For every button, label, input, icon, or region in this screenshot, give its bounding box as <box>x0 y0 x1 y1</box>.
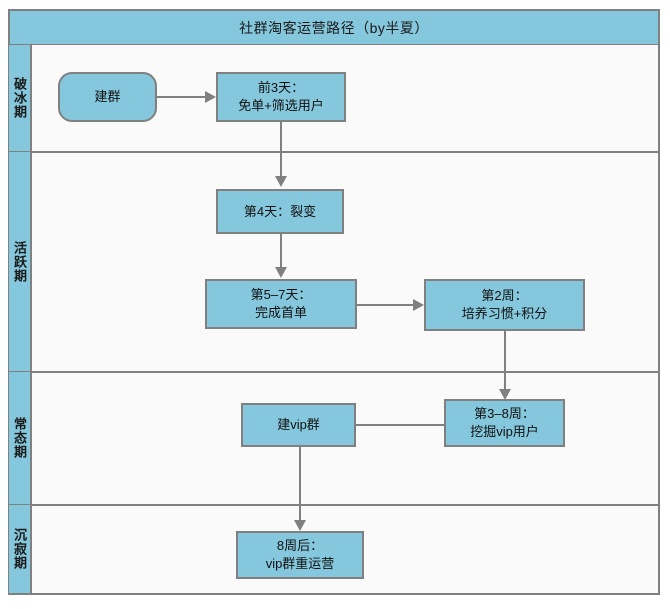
lane-separator-1 <box>32 151 658 153</box>
node-after-8-weeks[interactable]: 8周后： vip群重运营 <box>236 531 364 579</box>
node-week-3-8-line1: 第3–8周： <box>474 406 535 422</box>
node-first-3-days[interactable]: 前3天： 免单+筛选用户 <box>216 72 346 122</box>
lane-label-icebreak-text: 破冰期 <box>12 77 27 119</box>
edge-vip-to-after8-arrowhead <box>294 520 306 531</box>
diagram-title: 社群淘客运营路径（by半夏） <box>8 9 660 45</box>
node-build-vip[interactable]: 建vip群 <box>241 403 356 447</box>
lane-label-normal: 常态期 <box>9 372 32 505</box>
edge-day57-to-week2-line <box>357 304 413 306</box>
node-day-5-7-line1: 第5–7天： <box>250 287 312 303</box>
node-first-3-days-line2: 免单+筛选用户 <box>238 98 324 113</box>
edge-create-to-3days-line <box>157 96 205 98</box>
lane-label-dormant: 沉寂期 <box>9 505 32 593</box>
node-day-5-7[interactable]: 第5–7天： 完成首单 <box>205 279 357 329</box>
node-week-2[interactable]: 第2周： 培养习惯+积分 <box>424 279 585 331</box>
edge-week2-to-week38-line <box>504 331 506 389</box>
edge-week2-to-week38-arrowhead <box>499 389 511 400</box>
edge-create-to-3days-arrowhead <box>205 91 216 103</box>
lane-separator-2 <box>32 371 658 373</box>
node-week-2-line1: 第2周： <box>481 288 528 304</box>
edge-day4-to-day57-arrowhead <box>275 267 287 278</box>
node-week-3-8-line2: 挖掘vip用户 <box>470 424 539 439</box>
node-after-8-weeks-line1: 8周后： <box>276 538 324 554</box>
node-week-2-line2: 培养习惯+积分 <box>461 306 548 321</box>
node-build-vip-line1: 建vip群 <box>277 417 320 433</box>
node-week-3-8[interactable]: 第3–8周： 挖掘vip用户 <box>444 399 565 447</box>
node-after-8-weeks-line2: vip群重运营 <box>265 556 335 571</box>
lane-label-active: 活跃期 <box>9 152 32 372</box>
edge-3days-to-day4-line <box>280 122 282 176</box>
lane-label-normal-text: 常态期 <box>12 417 27 459</box>
edge-3days-to-day4-arrowhead <box>275 176 287 187</box>
edge-week38-to-vip-line <box>356 424 444 426</box>
lane-label-icebreak: 破冰期 <box>9 45 32 152</box>
lane-label-dormant-text: 沉寂期 <box>12 528 27 570</box>
node-create-group[interactable]: 建群 <box>58 72 157 122</box>
edge-vip-to-after8-line <box>299 447 301 520</box>
lane-separator-3 <box>32 504 658 506</box>
node-day-4[interactable]: 第4天：裂变 <box>216 189 344 234</box>
edge-day57-to-week2-arrowhead <box>413 299 424 311</box>
node-day-5-7-line2: 完成首单 <box>254 305 307 320</box>
node-day-4-line1: 第4天：裂变 <box>243 203 317 219</box>
node-first-3-days-line1: 前3天： <box>257 80 305 96</box>
lane-label-active-text: 活跃期 <box>12 240 27 283</box>
node-create-group-line1: 建群 <box>94 89 121 105</box>
edge-day4-to-day57-line <box>280 234 282 267</box>
